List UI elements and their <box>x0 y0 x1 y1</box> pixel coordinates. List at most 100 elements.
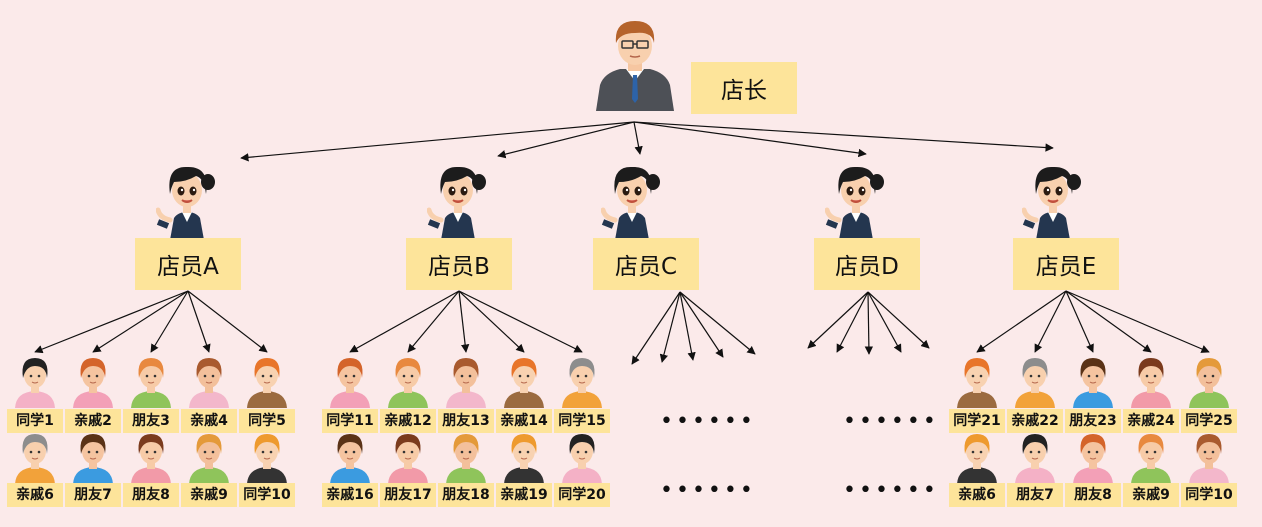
contact-label: 同学11 <box>322 409 378 433</box>
contact-label: 亲戚6 <box>949 483 1005 507</box>
contact-avatar-icon <box>559 430 605 484</box>
arrow-clerk-to-contact <box>1065 290 1152 353</box>
contact-label: 同学5 <box>239 409 295 433</box>
contact-avatar-icon <box>385 430 431 484</box>
arrow-manager-to-clerk-5 <box>633 121 1054 152</box>
arrow-clerk-to-more <box>659 291 681 363</box>
arrow-manager-to-clerk-1 <box>240 121 635 162</box>
arrow-clerk-to-contact <box>349 290 460 353</box>
contact-avatar-icon <box>1186 430 1232 484</box>
arrow-clerk-to-contact <box>458 290 525 353</box>
ellipsis-more: •••••• <box>660 409 756 434</box>
arrow-manager-to-clerk-3 <box>633 121 643 155</box>
contact-label: 亲戚12 <box>380 409 436 433</box>
arrow-clerk-to-contact <box>187 290 268 353</box>
contact-label: 亲戚24 <box>1123 409 1179 433</box>
arrow-clerk-to-contact <box>187 290 211 353</box>
arrow-clerk-to-contact <box>407 290 460 353</box>
contact-avatar-icon <box>954 354 1000 408</box>
contact-avatar-icon <box>443 354 489 408</box>
clerk-label: 店员B <box>406 238 512 290</box>
contact-avatar-icon <box>70 354 116 408</box>
contact-label: 同学25 <box>1181 409 1237 433</box>
contact-label: 朋友13 <box>438 409 494 433</box>
clerk-label: 店员A <box>135 238 241 290</box>
contact-label: 亲戚2 <box>65 409 121 433</box>
arrow-clerk-to-more <box>807 291 869 349</box>
contact-label: 同学21 <box>949 409 1005 433</box>
arrow-clerk-to-more <box>867 291 902 353</box>
arrow-clerk-to-contact <box>458 290 470 353</box>
contact-label: 亲戚19 <box>496 483 552 507</box>
arrow-clerk-to-contact <box>458 290 583 353</box>
contact-avatar-icon <box>128 354 174 408</box>
clerk-figure-icon <box>1021 160 1084 244</box>
arrow-clerk-to-more <box>631 291 681 365</box>
contact-avatar-icon <box>128 430 174 484</box>
clerk-label: 店员C <box>593 238 699 290</box>
ellipsis-more: •••••• <box>843 478 939 503</box>
arrow-clerk-to-contact <box>92 290 189 353</box>
contact-avatar-icon <box>385 354 431 408</box>
clerk-figure-icon <box>155 160 218 244</box>
arrow-clerk-to-contact <box>976 290 1067 353</box>
contact-label: 亲戚9 <box>1123 483 1179 507</box>
arrow-clerk-to-more <box>864 291 874 355</box>
contact-label: 亲戚14 <box>496 409 552 433</box>
contact-label: 亲戚9 <box>181 483 237 507</box>
ellipsis-more: •••••• <box>660 478 756 503</box>
contact-avatar-icon <box>186 430 232 484</box>
contact-avatar-icon <box>501 354 547 408</box>
contact-avatar-icon <box>327 430 373 484</box>
contact-avatar-icon <box>501 430 547 484</box>
contact-label: 同学15 <box>554 409 610 433</box>
contact-label: 朋友3 <box>123 409 179 433</box>
contact-avatar-icon <box>1128 430 1174 484</box>
contact-label: 朋友23 <box>1065 409 1121 433</box>
contact-avatar-icon <box>70 430 116 484</box>
contact-label: 朋友8 <box>123 483 179 507</box>
contact-avatar-icon <box>244 430 290 484</box>
arrow-clerk-to-contact <box>1065 290 1210 353</box>
contact-label: 亲戚6 <box>7 483 63 507</box>
contact-label: 亲戚22 <box>1007 409 1063 433</box>
contact-label: 同学10 <box>1181 483 1237 507</box>
contact-avatar-icon <box>1186 354 1232 408</box>
contact-avatar-icon <box>327 354 373 408</box>
arrow-manager-to-clerk-4 <box>633 121 867 158</box>
clerk-label: 店员D <box>814 238 920 290</box>
contact-avatar-icon <box>1012 430 1058 484</box>
contact-avatar-icon <box>1012 354 1058 408</box>
contact-label: 朋友8 <box>1065 483 1121 507</box>
contact-label: 同学1 <box>7 409 63 433</box>
arrow-manager-to-clerk-2 <box>497 121 635 159</box>
contact-avatar-icon <box>1128 354 1174 408</box>
clerk-figure-icon <box>426 160 489 244</box>
contact-avatar-icon <box>244 354 290 408</box>
arrow-clerk-to-contact <box>34 290 189 354</box>
contact-avatar-icon <box>443 430 489 484</box>
contact-avatar-icon <box>1070 430 1116 484</box>
clerk-figure-icon <box>824 160 887 244</box>
manager-figure-icon <box>594 15 676 115</box>
contact-label: 亲戚16 <box>322 483 378 507</box>
arrow-clerk-to-more <box>679 291 756 355</box>
contact-label: 朋友7 <box>65 483 121 507</box>
contact-label: 亲戚4 <box>181 409 237 433</box>
contact-label: 朋友7 <box>1007 483 1063 507</box>
contact-avatar-icon <box>559 354 605 408</box>
contact-label: 同学10 <box>239 483 295 507</box>
arrow-clerk-to-more <box>867 291 930 349</box>
contact-avatar-icon <box>12 430 58 484</box>
manager-label: 店长 <box>691 62 797 114</box>
contact-avatar-icon <box>1070 354 1116 408</box>
contact-avatar-icon <box>12 354 58 408</box>
arrow-clerk-to-more <box>836 291 869 353</box>
contact-avatar-icon <box>186 354 232 408</box>
contact-label: 朋友18 <box>438 483 494 507</box>
arrow-clerk-to-contact <box>1065 290 1094 353</box>
ellipsis-more: •••••• <box>843 409 939 434</box>
arrow-clerk-to-more <box>679 291 724 358</box>
clerk-label: 店员E <box>1013 238 1119 290</box>
